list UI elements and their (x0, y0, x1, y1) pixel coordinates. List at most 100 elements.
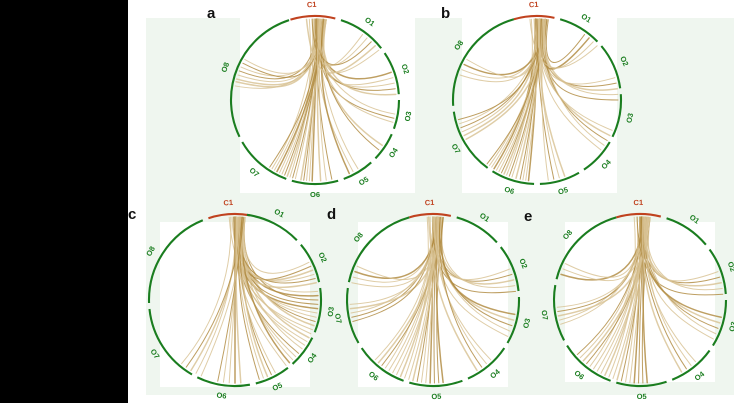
chord-ribbon (222, 216, 242, 383)
chord-ribbon (646, 216, 714, 340)
chromosome-arc-o5[interactable] (255, 366, 289, 385)
chromosome-arc-o5[interactable] (616, 380, 667, 388)
chromosome-arc-o8[interactable] (347, 216, 410, 283)
chord-ribbon (437, 216, 515, 285)
chromosome-arc-c1[interactable] (616, 212, 662, 219)
chromosome-arc-o6[interactable] (566, 345, 611, 382)
chromosome-arc-o2[interactable] (600, 45, 622, 89)
chromosome-arc-o1[interactable] (456, 216, 498, 244)
chord-ribbon (237, 216, 318, 314)
chord-ribbon (316, 18, 322, 182)
chord-ribbon-group (234, 18, 397, 182)
chromosome-arc-o5[interactable] (409, 379, 463, 388)
chromosome-label-o4: O4 (599, 157, 613, 171)
chromosome-arc-o6[interactable] (196, 376, 251, 388)
chromosome-arc-o3[interactable] (712, 299, 728, 347)
chromosome-label-o3: O3 (727, 321, 734, 333)
chord-ribbon (644, 216, 717, 335)
chromosome-label-o5: O5 (637, 392, 647, 401)
chord-ribbon (181, 216, 232, 365)
chord-ribbon (351, 216, 434, 288)
chord-ribbon-group (349, 216, 517, 384)
chromosome-arc-o6[interactable] (491, 170, 535, 185)
chromosome-arc-o2[interactable] (708, 248, 727, 295)
chord-ribbon (647, 217, 719, 282)
chromosome-arc-o7[interactable] (148, 308, 193, 376)
chromosome-arc-o8[interactable] (451, 18, 515, 106)
chromosome-arc-o3[interactable] (611, 94, 623, 138)
chromosome-arc-o4[interactable] (671, 349, 711, 381)
chromosome-arc-o5[interactable] (343, 161, 372, 180)
chord-ribbon-group (556, 216, 724, 384)
chromosome-label-o8: O8 (219, 61, 231, 73)
chromosome-arc-o4[interactable] (583, 141, 611, 171)
chord-ribbon (506, 18, 533, 176)
chord-ribbon (529, 18, 598, 69)
chromosome-arc-o4[interactable] (291, 337, 314, 365)
chromosome-arc-o3[interactable] (506, 296, 521, 344)
chromosome-label-o5: O5 (357, 175, 370, 188)
chromosome-arc-o6[interactable] (291, 179, 339, 185)
chromosome-arc-o7[interactable] (241, 141, 287, 180)
chromosome-arc-o5[interactable] (539, 171, 580, 185)
chromosome-arc-o3[interactable] (392, 99, 401, 130)
chromosome-arc-c1[interactable] (409, 213, 452, 219)
chromosome-label-o1: O1 (478, 211, 491, 224)
chromosome-label-o7: O7 (333, 313, 344, 325)
chord-ribbon (319, 18, 368, 66)
chromosome-arc-c1[interactable] (513, 15, 555, 21)
chromosome-label-c1: C1 (307, 0, 317, 9)
chromosome-arc-o4[interactable] (467, 347, 506, 380)
chord-ribbon (639, 216, 687, 370)
chromosome-arc-o1[interactable] (246, 213, 298, 241)
chord-ribbon (237, 216, 260, 380)
chord-ribbon (545, 19, 586, 63)
chord-ribbon (540, 18, 590, 70)
chromosome-label-c1: C1 (529, 0, 539, 9)
chord-ribbon (228, 216, 239, 384)
chromosome-arc-o4[interactable] (374, 133, 393, 160)
panel-letter-a: a (207, 5, 216, 22)
chord-ribbon (544, 19, 619, 101)
chromosome-arc-o6[interactable] (360, 347, 404, 382)
chromosome-arc-o2[interactable] (499, 246, 520, 292)
chromosome-label-o6: O6 (503, 185, 515, 197)
chromosome-label-o3: O3 (326, 306, 336, 317)
chromosome-arc-o1[interactable] (666, 217, 707, 246)
chord-ribbon (306, 18, 314, 182)
chromosome-arc-o2[interactable] (383, 52, 400, 95)
chromosome-label-o3: O3 (403, 111, 414, 122)
chromosome-arc-o7[interactable] (552, 284, 565, 341)
chromosome-arc-o7[interactable] (452, 111, 489, 169)
chord-ribbon (641, 216, 683, 373)
chromosome-arc-c1[interactable] (290, 14, 336, 21)
chromosome-arc-o8[interactable] (229, 19, 290, 138)
chord-ribbon (440, 216, 516, 316)
chromosome-arc-o1[interactable] (559, 18, 599, 43)
chord-ribbon-group (457, 18, 619, 182)
chromosome-arc-o1[interactable] (340, 19, 383, 49)
chromosome-label-o1: O1 (688, 213, 701, 226)
chromosome-label-o4: O4 (305, 351, 319, 365)
chromosome-arc-o3[interactable] (313, 287, 322, 333)
chromosome-arc-o8[interactable] (147, 219, 204, 304)
chromosome-arc-o8[interactable] (555, 216, 617, 280)
chord-ribbon (540, 18, 560, 179)
chromosome-arc-o2[interactable] (300, 244, 321, 283)
chromosome-label-o5: O5 (557, 185, 569, 196)
chromosome-arc-o7[interactable] (345, 287, 360, 344)
chromosome-label-o6: O6 (367, 369, 380, 382)
chromosome-label-o5: O5 (271, 380, 284, 392)
chord-ribbon (536, 18, 555, 180)
chromosome-label-o8: O8 (144, 245, 157, 258)
chord-ribbon (305, 18, 376, 74)
chord-ribbon (533, 18, 619, 96)
chord-ribbon (228, 216, 312, 335)
chromosome-label-o2: O2 (399, 63, 411, 75)
chromosome-label-o1: O1 (363, 15, 376, 28)
chord-ribbon (541, 18, 549, 181)
chromosome-label-o1: O1 (273, 207, 286, 220)
chord-ribbon (560, 216, 642, 325)
